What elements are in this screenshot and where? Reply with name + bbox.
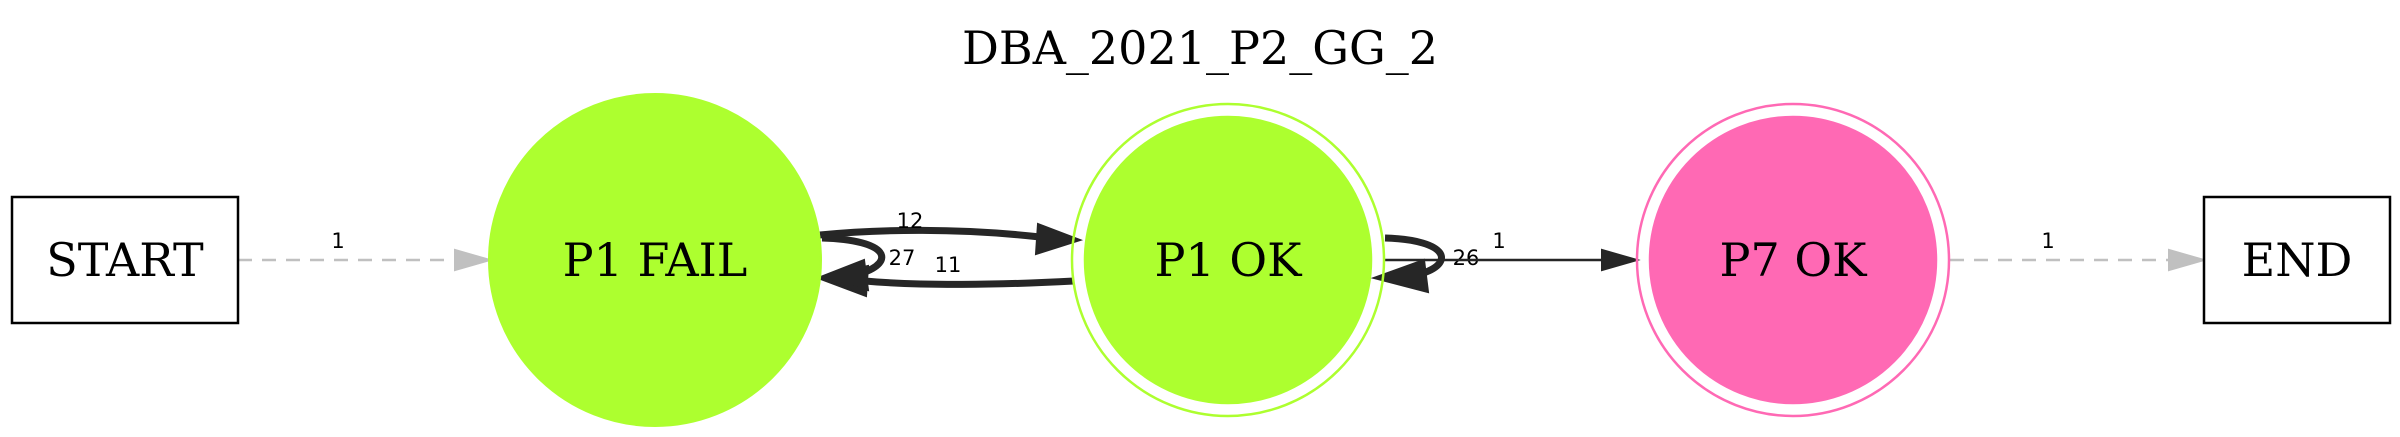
node-label-p1-ok: P1 OK — [1155, 233, 1304, 287]
node-label-end: END — [2242, 233, 2353, 287]
node-label-p7-ok: P7 OK — [1720, 233, 1869, 287]
edge-label-p7-ok-to-end: 1 — [2041, 229, 2054, 253]
edge-p1-fail-to-p1-ok: 12 — [819, 209, 1084, 256]
node-p1-fail: P1 FAIL — [488, 93, 822, 427]
node-label-start: START — [46, 233, 204, 287]
node-label-p1-fail: P1 FAIL — [563, 233, 748, 287]
edge-p1-fail-self-loop: 27 — [814, 234, 916, 292]
edge-label-p1-fail-self-loop: 27 — [889, 246, 916, 270]
edge-label-p1-ok-to-p1-fail: 11 — [935, 253, 962, 277]
node-start: START — [10, 195, 240, 325]
edge-label-p1-fail-to-p1-ok: 12 — [897, 209, 924, 233]
edge-label-start-to-p1-fail: 1 — [331, 229, 344, 253]
edge-p1-ok-to-p7-ok: 1 — [1384, 229, 1641, 272]
node-p1-ok: P1 OK — [1070, 102, 1386, 418]
edge-label-p1-ok-self-loop: 26 — [1453, 246, 1480, 270]
diagram-title: DBA_2021_P2_GG_2 — [962, 21, 1438, 75]
node-p7-ok: P7 OK — [1635, 102, 1951, 418]
edge-p1-ok-self-loop: 26 — [1370, 234, 1480, 294]
edge-start-to-p1-fail: 1 — [238, 229, 494, 272]
node-end: END — [2202, 195, 2392, 325]
edge-label-p1-ok-to-p7-ok: 1 — [1492, 229, 1505, 253]
edge-p7-ok-to-end: 1 — [1950, 229, 2208, 272]
